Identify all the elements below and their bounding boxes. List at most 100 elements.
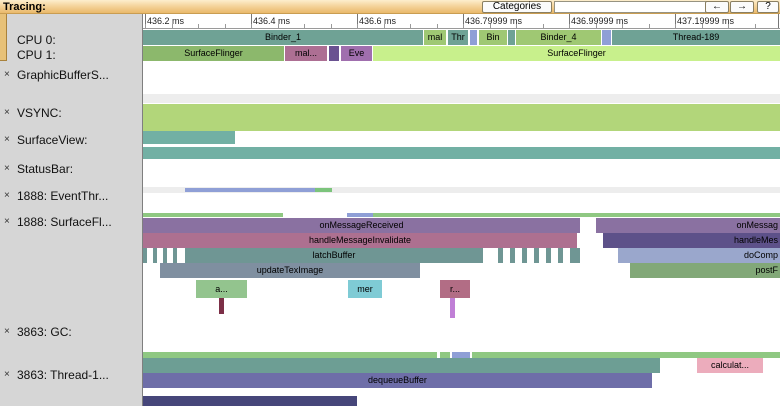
scroll-strip xyxy=(0,14,7,61)
slice-calculat[interactable]: calculat... xyxy=(697,358,763,373)
ruler-minor-tick xyxy=(384,24,385,28)
ruler-major-tick xyxy=(463,14,464,28)
eventthread-slice[interactable] xyxy=(315,188,332,192)
slice-latchbuffer[interactable]: latchBuffer xyxy=(185,248,483,263)
ruler-minor-tick xyxy=(198,24,199,28)
track-label: SurfaceView: xyxy=(17,133,88,147)
slice-thread-189[interactable]: Thread-189 xyxy=(612,30,780,45)
slice-postf[interactable]: postF xyxy=(630,263,780,278)
close-track-icon[interactable]: × xyxy=(4,369,10,380)
categories-button[interactable]: Categories xyxy=(482,1,552,13)
ruler-minor-tick xyxy=(437,24,438,28)
thread-state-running[interactable] xyxy=(440,352,450,358)
slice-mer[interactable]: mer xyxy=(348,280,382,298)
thread-slice[interactable] xyxy=(143,358,660,373)
thread-state-running[interactable] xyxy=(143,352,437,358)
flow-tick[interactable] xyxy=(219,298,224,314)
thread-slice[interactable] xyxy=(143,396,357,406)
surfaceview-slice[interactable] xyxy=(143,147,780,159)
slice-r[interactable]: r... xyxy=(440,280,470,298)
slice[interactable] xyxy=(546,248,551,263)
ruler-minor-tick xyxy=(251,24,252,28)
forward-button[interactable]: → xyxy=(730,1,754,13)
slice-mal[interactable]: mal... xyxy=(285,46,327,61)
vsync-counter-fill[interactable] xyxy=(143,104,780,131)
slice-handlemessageinvalidate[interactable]: handleMessageInvalidate xyxy=(143,233,577,248)
thread-state-runnable[interactable] xyxy=(347,213,373,217)
ruler-label: 436.4 ms xyxy=(253,16,291,26)
header-bar: Tracing: Categories ← → ? xyxy=(0,0,780,14)
track-label-row: ×3863: Thread-1... xyxy=(0,368,142,382)
ruler-minor-tick xyxy=(225,24,226,28)
thread-state-running[interactable] xyxy=(373,213,780,217)
slice[interactable] xyxy=(153,248,157,263)
ruler-label: 436.6 ms xyxy=(359,16,397,26)
back-button[interactable]: ← xyxy=(705,1,729,13)
slice-thr[interactable]: Thr xyxy=(448,30,468,45)
slice-handlemes[interactable]: handleMes xyxy=(603,233,780,248)
thread-state-runnable[interactable] xyxy=(452,352,470,358)
close-track-icon[interactable]: × xyxy=(4,190,10,201)
ruler-major-tick xyxy=(145,14,146,28)
slice[interactable] xyxy=(508,30,515,45)
slice[interactable] xyxy=(558,248,563,263)
close-track-icon[interactable]: × xyxy=(4,134,10,145)
slice-eve[interactable]: Eve xyxy=(341,46,372,61)
close-track-icon[interactable]: × xyxy=(4,107,10,118)
slice-onmessagereceived[interactable]: onMessageReceived xyxy=(143,218,580,233)
track-label-row: CPU 1: xyxy=(0,48,142,62)
slice-docomp[interactable]: doComp xyxy=(618,248,780,263)
slice-a[interactable]: a... xyxy=(196,280,247,298)
flow-tick[interactable] xyxy=(450,298,455,318)
close-track-icon[interactable]: × xyxy=(4,326,10,337)
help-button[interactable]: ? xyxy=(757,1,779,13)
ruler-minor-tick xyxy=(702,24,703,28)
surfaceview-slice[interactable] xyxy=(143,131,235,144)
close-track-icon[interactable]: × xyxy=(4,216,10,227)
ruler-minor-tick xyxy=(278,24,279,28)
graphicbuffer-track-band xyxy=(143,94,780,103)
thread-state-running[interactable] xyxy=(472,352,780,358)
slice-bin[interactable]: Bin xyxy=(479,30,507,45)
ruler-minor-tick xyxy=(755,24,756,28)
slice[interactable] xyxy=(510,248,515,263)
track-label-row: ×GraphicBufferS... xyxy=(0,68,142,82)
close-track-icon[interactable]: × xyxy=(4,69,10,80)
slice[interactable] xyxy=(329,46,339,61)
slice-mal[interactable]: mal xyxy=(424,30,446,45)
slice-surfaceflinger[interactable]: SurfaceFlinger xyxy=(373,46,780,61)
track-label: 3863: GC: xyxy=(17,325,72,339)
close-track-icon[interactable]: × xyxy=(4,163,10,174)
thread-state-running[interactable] xyxy=(143,213,283,217)
slice-binder-4[interactable]: Binder_4 xyxy=(516,30,601,45)
slice[interactable] xyxy=(143,248,147,263)
ruler-minor-tick xyxy=(675,24,676,28)
slice[interactable] xyxy=(173,248,177,263)
slice[interactable] xyxy=(470,30,477,45)
slice[interactable] xyxy=(534,248,539,263)
track-label-row: ×StatusBar: xyxy=(0,162,142,176)
slice[interactable] xyxy=(163,248,167,263)
slice-surfaceflinger[interactable]: SurfaceFlinger xyxy=(143,46,284,61)
eventthread-track-band xyxy=(143,187,780,193)
slice[interactable] xyxy=(522,248,527,263)
slice-binder-1[interactable]: Binder_1 xyxy=(143,30,423,45)
slice[interactable] xyxy=(570,248,580,263)
ruler-label: 436.99999 ms xyxy=(571,16,629,26)
window-title: Tracing: xyxy=(3,1,46,13)
slice[interactable] xyxy=(498,248,503,263)
slice-onmessag[interactable]: onMessag xyxy=(596,218,780,233)
ruler-major-tick xyxy=(569,14,570,28)
track-label: CPU 0: xyxy=(17,33,56,47)
eventthread-slice[interactable] xyxy=(185,188,315,192)
ruler-minor-tick xyxy=(490,24,491,28)
ruler-label: 436.2 ms xyxy=(147,16,185,26)
ruler-minor-tick xyxy=(543,24,544,28)
ruler-minor-tick xyxy=(516,24,517,28)
search-input[interactable] xyxy=(554,1,708,13)
slice-updateteximage[interactable]: updateTexImage xyxy=(160,263,420,278)
slice[interactable] xyxy=(602,30,611,45)
slice-dequeuebuffer[interactable]: dequeueBuffer xyxy=(143,373,652,388)
